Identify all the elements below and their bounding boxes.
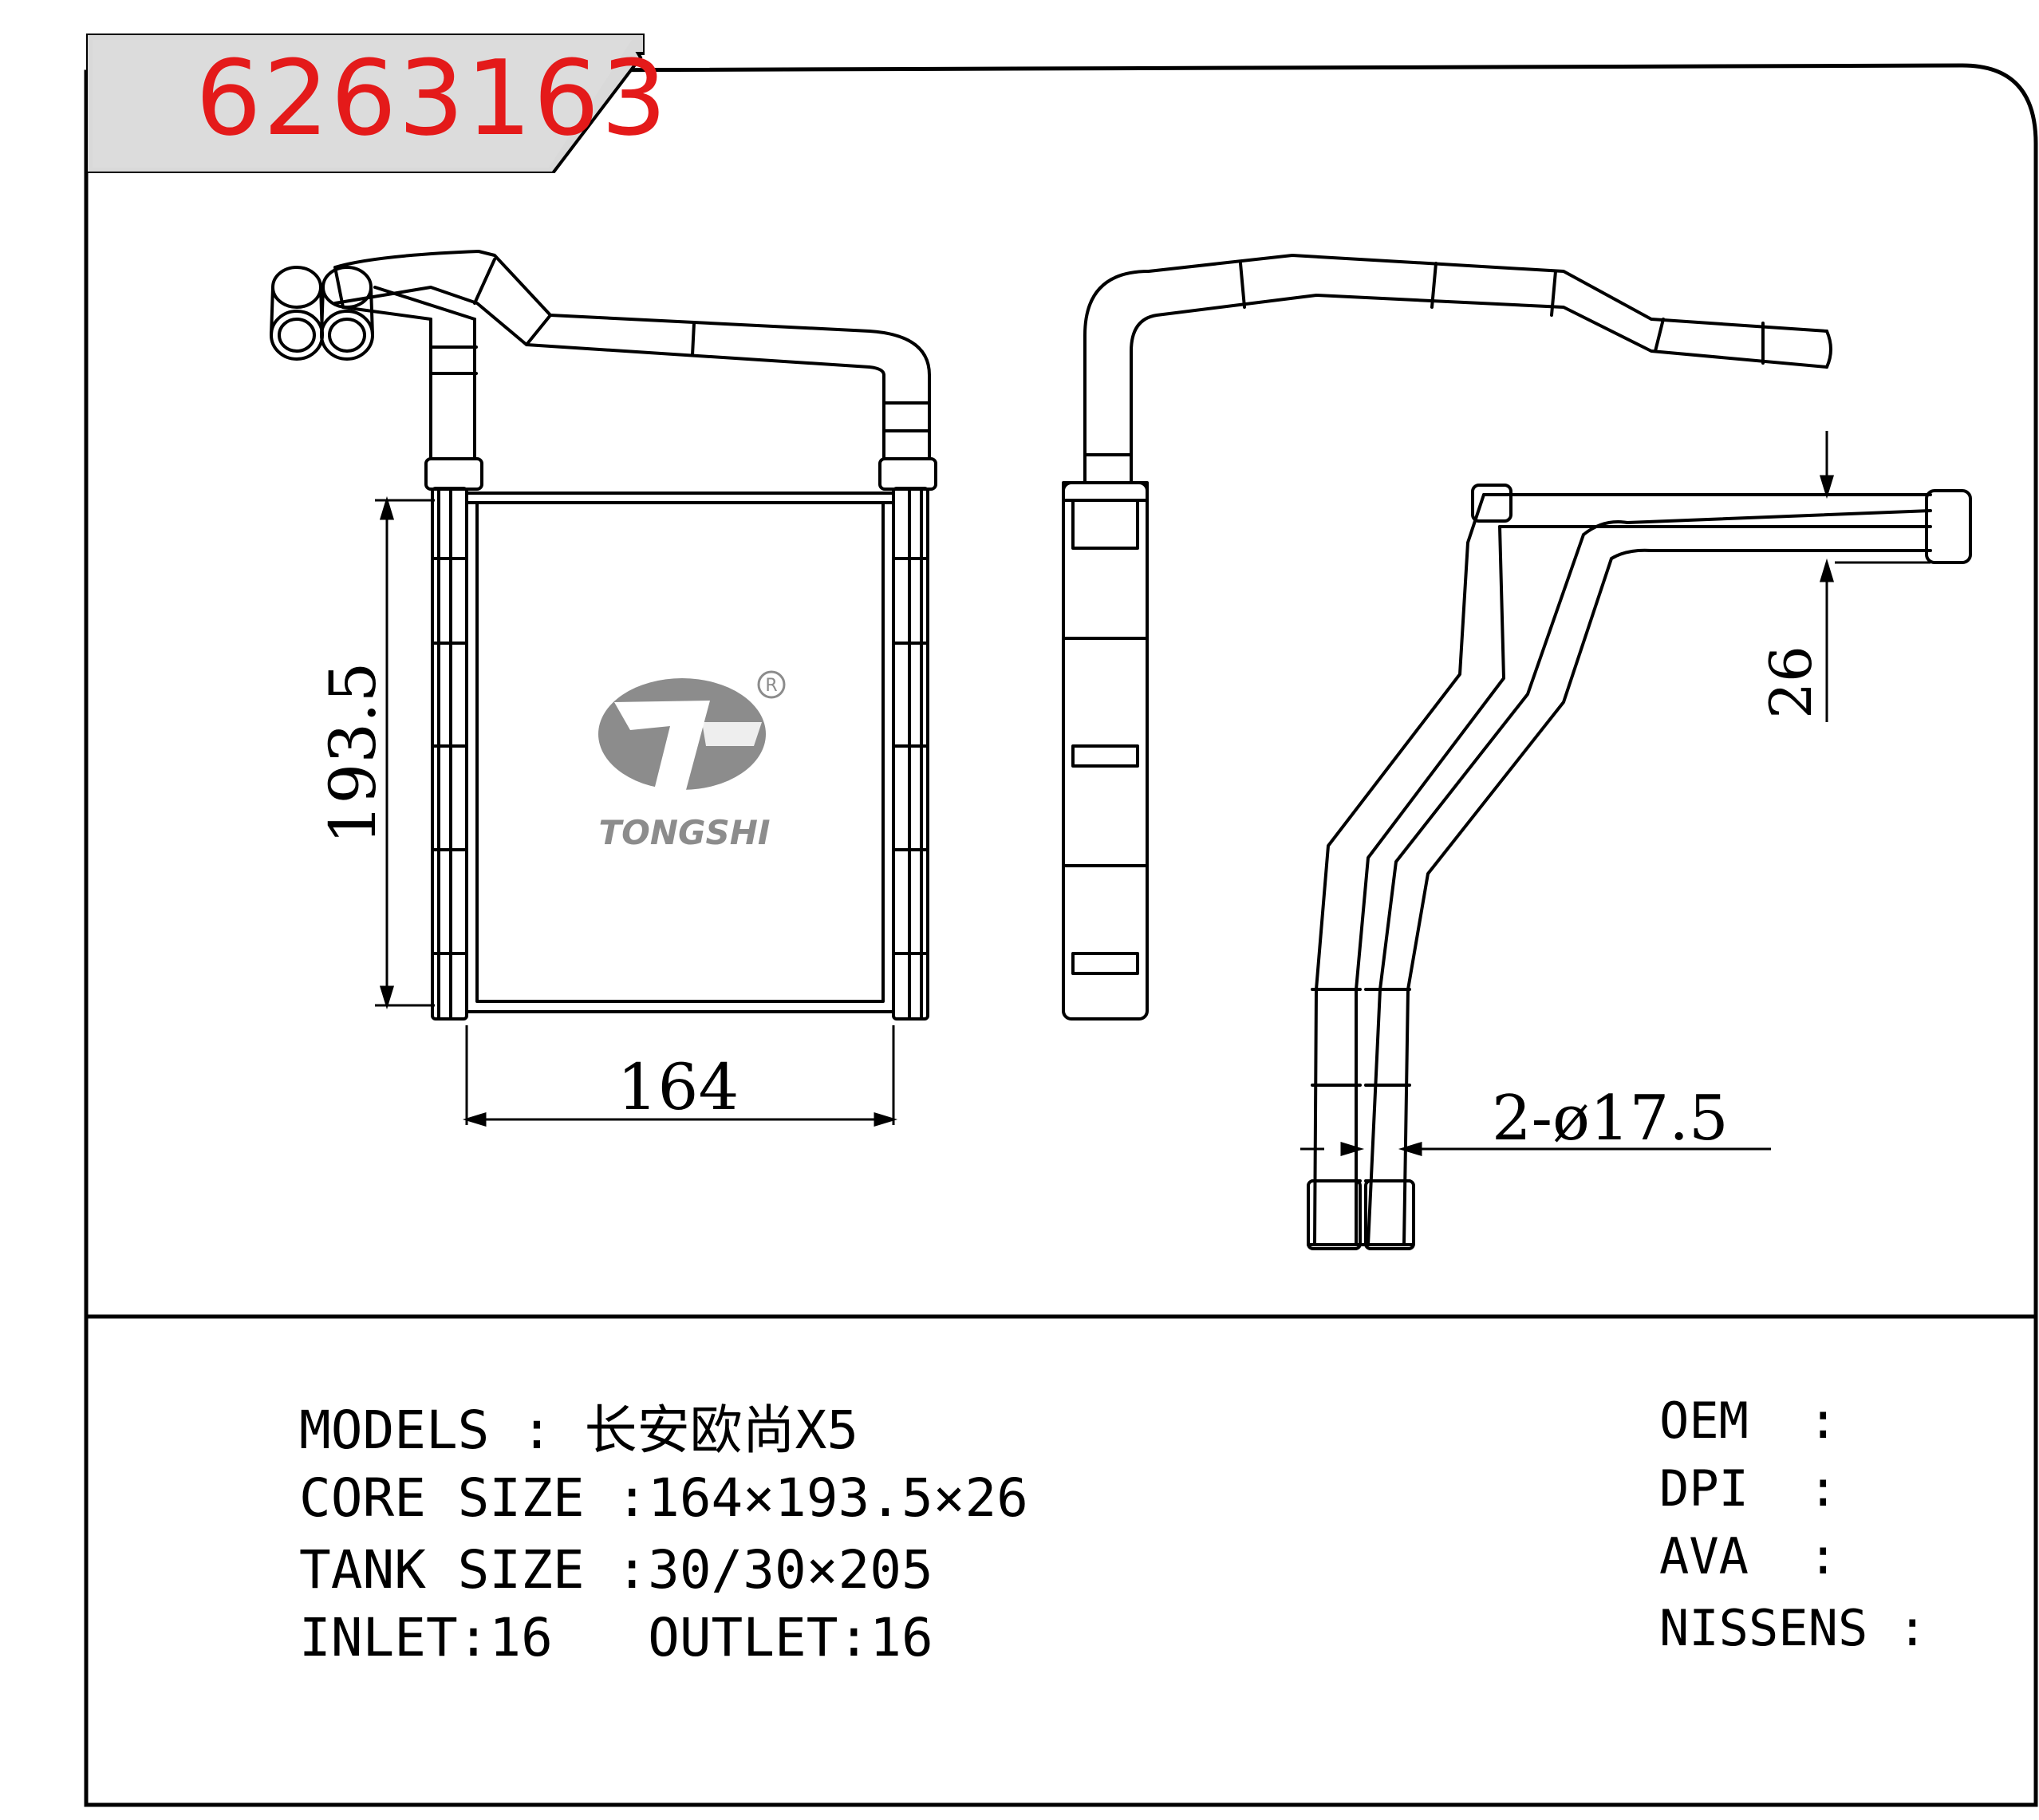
spec-core-size: CORE SIZE :164×193.5×26 — [299, 1467, 1028, 1529]
part-number: 6263163 — [195, 38, 668, 159]
spec-tank-size: TANK SIZE :30/30×205 — [299, 1539, 933, 1601]
brand-logo: R TONGSHI — [598, 670, 786, 852]
registered-mark: R — [765, 676, 777, 696]
spec-inlet-outlet: INLET:16 OUTLET:16 — [299, 1607, 933, 1668]
part-number-tag — [86, 34, 645, 173]
front-view — [270, 250, 937, 1021]
iso-view — [1307, 484, 1972, 1250]
side-core — [1062, 481, 1149, 1021]
ref-nissens: NISSENS : — [1659, 1599, 1927, 1657]
pipe-diameter-dimension: 2-ø17.5 — [1492, 1083, 1729, 1155]
registered-icon — [757, 670, 786, 699]
ref-oem: OEM : — [1659, 1392, 1838, 1450]
side-view — [1062, 254, 1832, 1021]
thickness-dimension: 26 — [1757, 645, 1824, 719]
ref-dpi: DPI : — [1659, 1459, 1838, 1518]
width-dimension: 164 — [617, 1050, 739, 1124]
ref-ava: AVA : — [1659, 1527, 1838, 1585]
height-dimension: 193.5 — [316, 661, 390, 844]
spec-models: MODELS : 长安欧尚X5 — [299, 1400, 859, 1461]
brand-name: TONGSHI — [598, 813, 770, 852]
